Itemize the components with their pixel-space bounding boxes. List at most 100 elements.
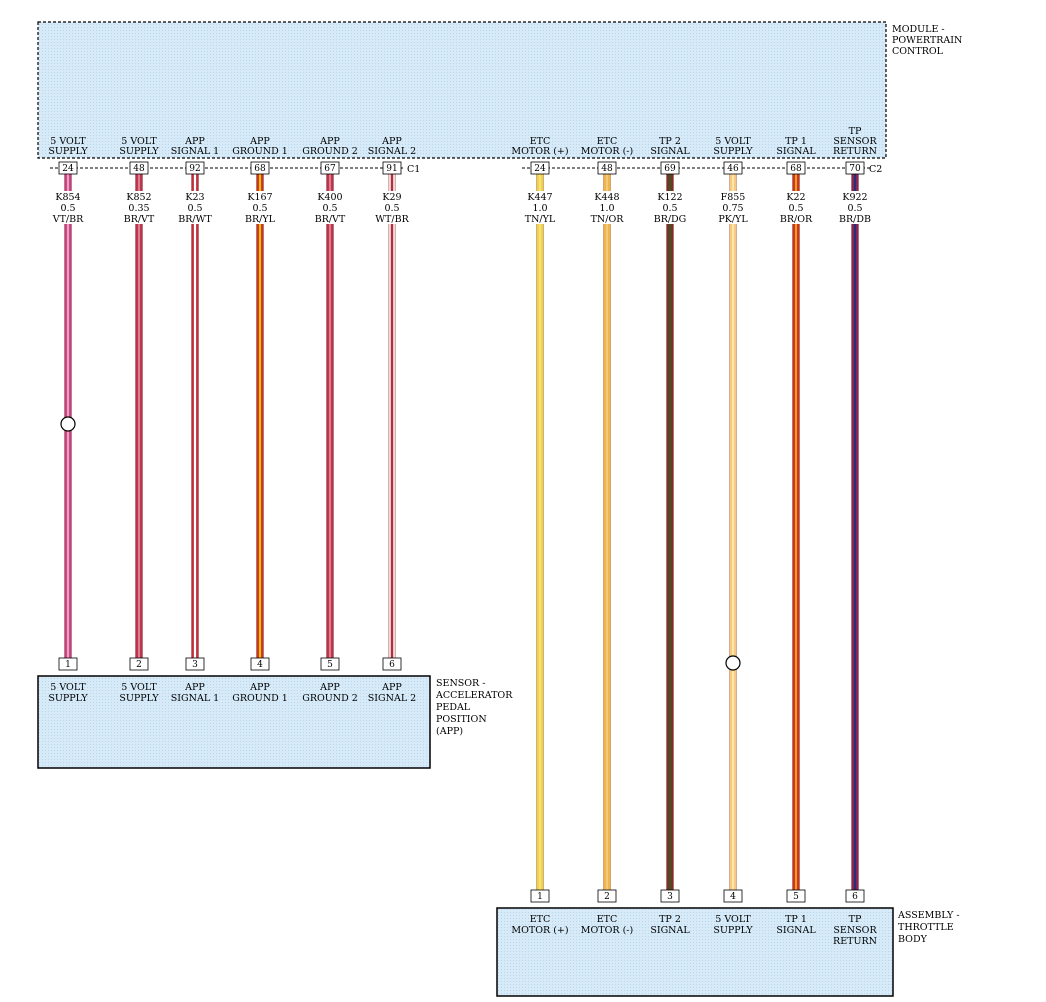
c1-circuit-number: K29	[382, 192, 401, 203]
c1-pin-68-box	[250, 161, 270, 175]
throttle-body-pin-3: 3	[667, 892, 673, 902]
c1-wire-6	[388, 174, 396, 658]
c2-function-label: ETC	[530, 136, 551, 147]
app-sensor-name-line: ACCELERATOR	[435, 690, 513, 701]
c2-pin-70-box	[845, 161, 865, 175]
throttle-body-pin-5-box	[786, 889, 806, 903]
label-backing	[711, 191, 755, 224]
c2-circuit-number: K122	[657, 192, 682, 203]
throttle-body-function-label: ETC	[530, 914, 551, 925]
app-sensor-function-label: APP	[249, 682, 270, 693]
app-sensor-function-label: SIGNAL 1	[171, 693, 219, 704]
c1-circuit-number: K23	[185, 192, 204, 203]
c1-function-label: 5 VOLT	[50, 136, 86, 147]
c1-pin-24-box	[58, 161, 78, 175]
throttle-body-pin-2: 2	[604, 892, 610, 902]
splice-marker-f855	[725, 655, 741, 671]
c2-wire-1	[536, 174, 544, 890]
c1-function-label: SIGNAL 1	[171, 146, 219, 157]
throttle-body-pin-6: 6	[852, 892, 858, 902]
app-sensor-pin-3: 3	[192, 660, 198, 670]
c2-pin-68: 68	[790, 164, 802, 174]
c1-function-label: APP	[184, 136, 205, 147]
c1-pin-67: 67	[324, 164, 336, 174]
c2-connector-label: C2	[869, 164, 882, 175]
c2-function-label: MOTOR (-)	[581, 146, 633, 157]
c2-wire-color: BR/DG	[654, 214, 687, 225]
c1-function-label: SIGNAL 2	[368, 146, 416, 157]
c1-wire-gauge: 0.5	[60, 203, 75, 214]
app-sensor-function-label: 5 VOLT	[121, 682, 157, 693]
app-sensor-pin-1-box	[58, 657, 78, 671]
c2-circuit-number: K447	[527, 192, 552, 203]
c1-function-label: GROUND 1	[232, 146, 288, 157]
throttle-body-name-line: THROTTLE	[898, 922, 954, 933]
throttle-body-function-label: MOTOR (+)	[511, 925, 568, 936]
c2-pin-68-box	[786, 161, 806, 175]
c1-circuit-number: K854	[55, 192, 80, 203]
c2-wire-color: BR/DB	[839, 214, 871, 225]
app-sensor-pin-2-box	[129, 657, 149, 671]
c1-wire-4	[256, 174, 264, 658]
c1-function-label: APP	[249, 136, 270, 147]
c2-function-label: MOTOR (+)	[511, 146, 568, 157]
throttle-body-pin-1-box	[530, 889, 550, 903]
c2-pin-69-box	[660, 161, 680, 175]
throttle-body-function-label: 5 VOLT	[715, 914, 751, 925]
pcm-module-name-line: POWERTRAIN	[892, 35, 962, 46]
label-backing	[173, 191, 217, 224]
c2-circuit-number: K448	[594, 192, 619, 203]
label-backing	[238, 191, 282, 224]
c1-wire-3	[191, 174, 199, 658]
throttle-body-pin-1: 1	[537, 892, 543, 902]
c2-pin-48-box	[597, 161, 617, 175]
app-sensor-pin-4: 4	[257, 660, 263, 670]
c1-pin-67-box	[320, 161, 340, 175]
c2-wire-gauge: 0.75	[722, 203, 743, 214]
c2-wire-gauge: 0.5	[847, 203, 862, 214]
c2-pin-24-box	[530, 161, 550, 175]
pcm-module-name-line: MODULE -	[892, 24, 945, 35]
label-backing	[370, 191, 414, 224]
throttle-body-function-label: ETC	[597, 914, 618, 925]
c1-wire-2	[135, 174, 143, 658]
c2-wire-gauge: 1.0	[599, 203, 614, 214]
c1-connector-label: C1	[407, 164, 420, 175]
c1-circuit-number: K167	[247, 192, 272, 203]
throttle-body-function-label: SENSOR	[833, 925, 877, 936]
app-sensor-function-label: GROUND 2	[302, 693, 358, 704]
app-sensor-pin-6-box	[382, 657, 402, 671]
c2-pin-48: 48	[601, 164, 613, 174]
c2-function-label: ETC	[597, 136, 618, 147]
c2-function-label: RETURN	[833, 146, 877, 157]
c2-function-label: SUPPLY	[713, 146, 753, 157]
throttle-body-function-label: TP	[849, 914, 862, 925]
label-backing	[117, 191, 161, 224]
app-sensor-pin-5-box	[320, 657, 340, 671]
c1-pin-48: 48	[133, 164, 145, 174]
c1-wire-gauge: 0.5	[252, 203, 267, 214]
c2-wire-color: TN/YL	[525, 214, 556, 225]
c2-wire-2	[603, 174, 611, 890]
throttle-body-function-label: SIGNAL	[650, 925, 690, 936]
c1-circuit-number: K400	[317, 192, 342, 203]
c2-wire-6	[851, 174, 859, 890]
c1-function-label: APP	[381, 136, 402, 147]
c1-wire-color: VT/BR	[52, 214, 84, 225]
c1-pin-68: 68	[254, 164, 266, 174]
c2-pin-69: 69	[664, 164, 676, 174]
c1-circuit-number: K852	[126, 192, 151, 203]
c2-function-label: SIGNAL	[650, 146, 690, 157]
app-sensor-name-line: SENSOR -	[436, 678, 485, 689]
app-sensor-function-label: APP	[319, 682, 340, 693]
c2-function-label: TP	[849, 126, 862, 137]
label-backing	[518, 191, 562, 224]
app-sensor-box	[37, 675, 431, 769]
throttle-body-function-label: SIGNAL	[776, 925, 816, 936]
c1-pin-92-box	[185, 161, 205, 175]
c1-pin-91: 91	[386, 164, 397, 174]
throttle-body-pin-6-box	[845, 889, 865, 903]
throttle-body-function-label: TP 2	[659, 914, 681, 925]
c1-wire-color: BR/VT	[315, 214, 346, 225]
